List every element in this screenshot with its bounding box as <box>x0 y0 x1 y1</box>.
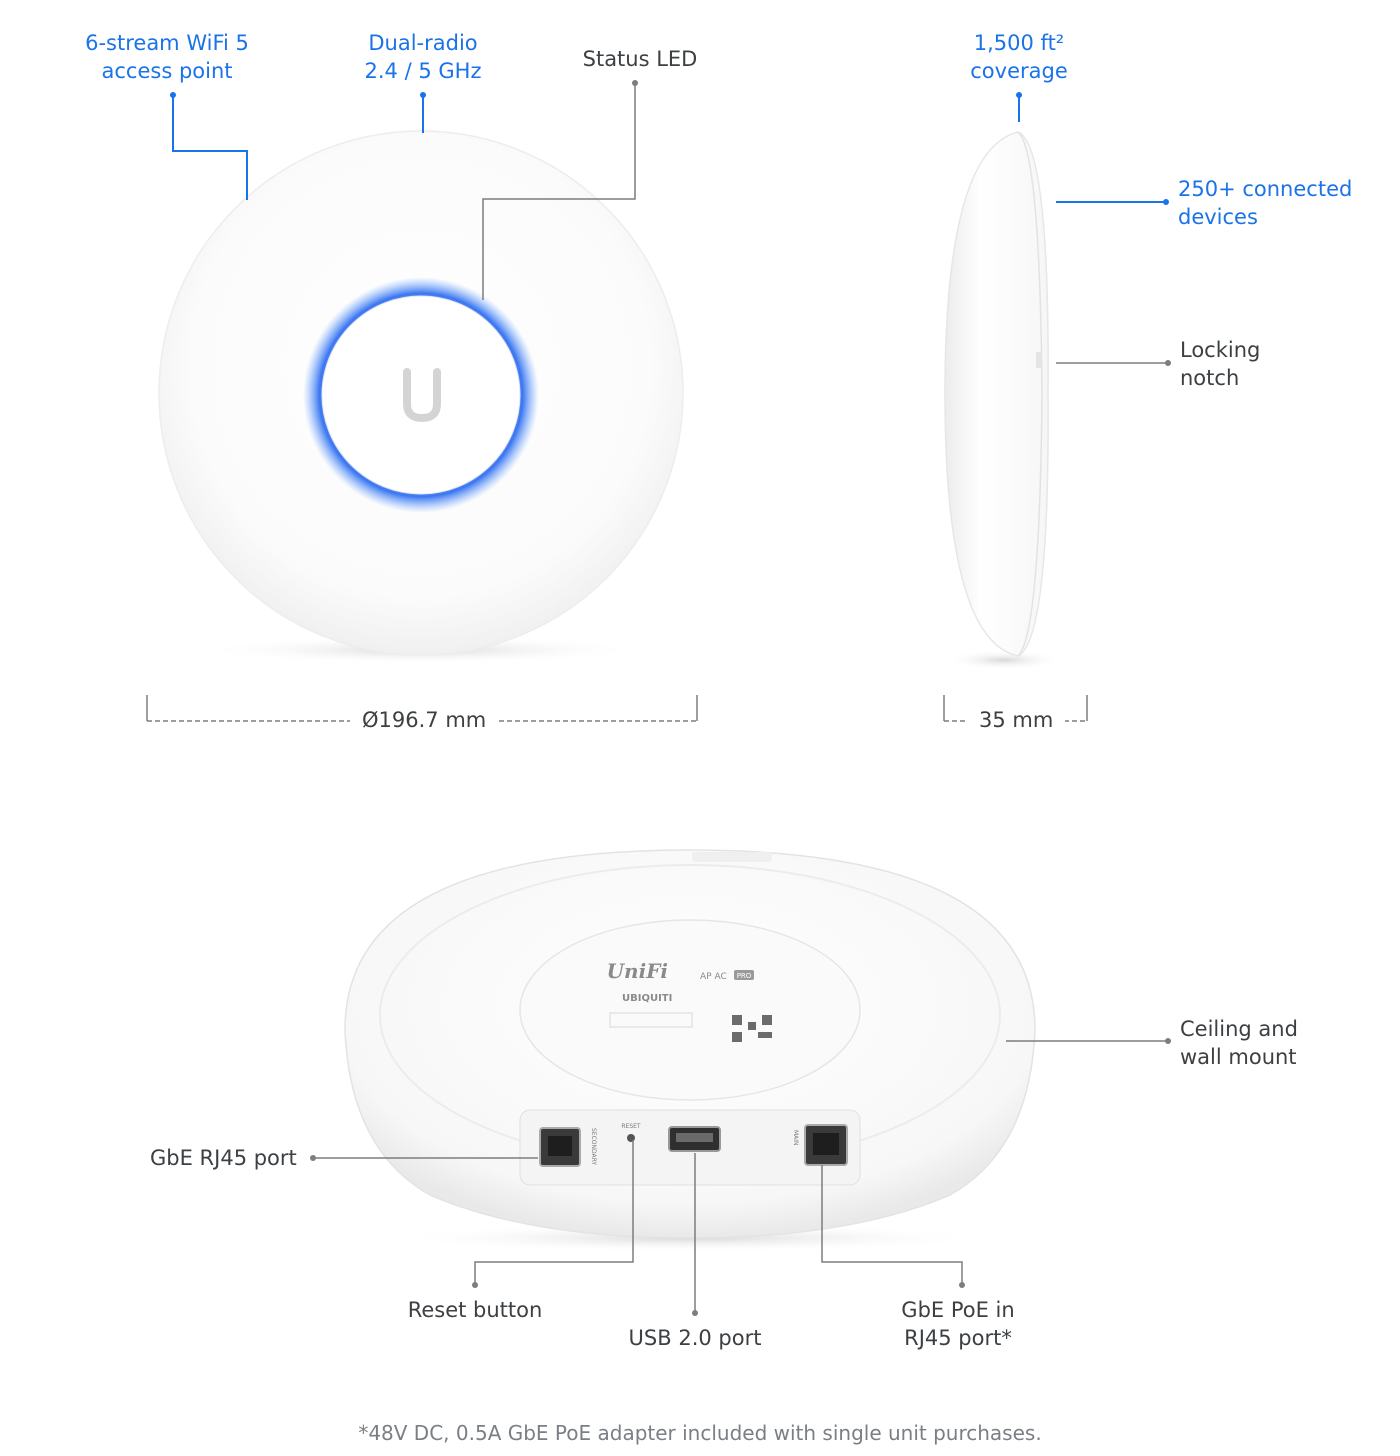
qr-code-icon <box>732 1015 772 1042</box>
reset-port-label: RESET <box>621 1123 641 1130</box>
coverage-callout: 1,500 ft² coverage <box>970 31 1068 83</box>
top-view-device <box>158 130 684 664</box>
dual-radio-callout: Dual-radio 2.4 / 5 GHz <box>364 31 482 83</box>
gray-leader-lines <box>313 83 1168 1313</box>
footnote: *48V DC, 0.5A GbE PoE adapter included w… <box>358 1421 1042 1445</box>
main-port-label: MAIN <box>792 1130 799 1146</box>
model-badge: PRO <box>737 972 752 980</box>
rj45-port-callout: GbE RJ45 port <box>150 1146 297 1170</box>
thickness-dimension: 35 mm <box>967 706 1066 734</box>
dimension-lines <box>146 695 1088 722</box>
status-led-callout: Status LED <box>582 47 698 71</box>
locking-notch <box>1036 352 1042 368</box>
side-view-device <box>944 131 1064 670</box>
secondary-port-label: SECONDARY <box>590 1128 597 1165</box>
ceiling-mount-callout: Ceiling and wall mount <box>1180 1017 1298 1069</box>
connected-devices-callout: 250+ connected devices <box>1178 177 1353 229</box>
ubiquiti-maker: UBIQUITI <box>622 993 672 1004</box>
unifi-brand: UniFi <box>607 959 668 983</box>
wifi-standard-callout: 6-stream WiFi 5 access point <box>85 31 249 83</box>
ubiquiti-logo-icon <box>403 368 441 423</box>
model-text: AP AC <box>700 972 727 982</box>
reset-pinhole <box>627 1134 635 1142</box>
poe-port-callout: GbE PoE in RJ45 port* <box>901 1298 1015 1350</box>
diameter-dimension: Ø196.7 mm <box>350 706 499 734</box>
reset-button-callout: Reset button <box>407 1298 543 1322</box>
bottom-view-device: UniFi AP AC PRO UBIQUITI RESET SECONDARY… <box>344 849 1036 1252</box>
usb-port-callout: USB 2.0 port <box>628 1326 762 1350</box>
blue-leader-lines <box>172 95 1166 203</box>
locking-notch-callout: Locking notch <box>1180 338 1261 390</box>
